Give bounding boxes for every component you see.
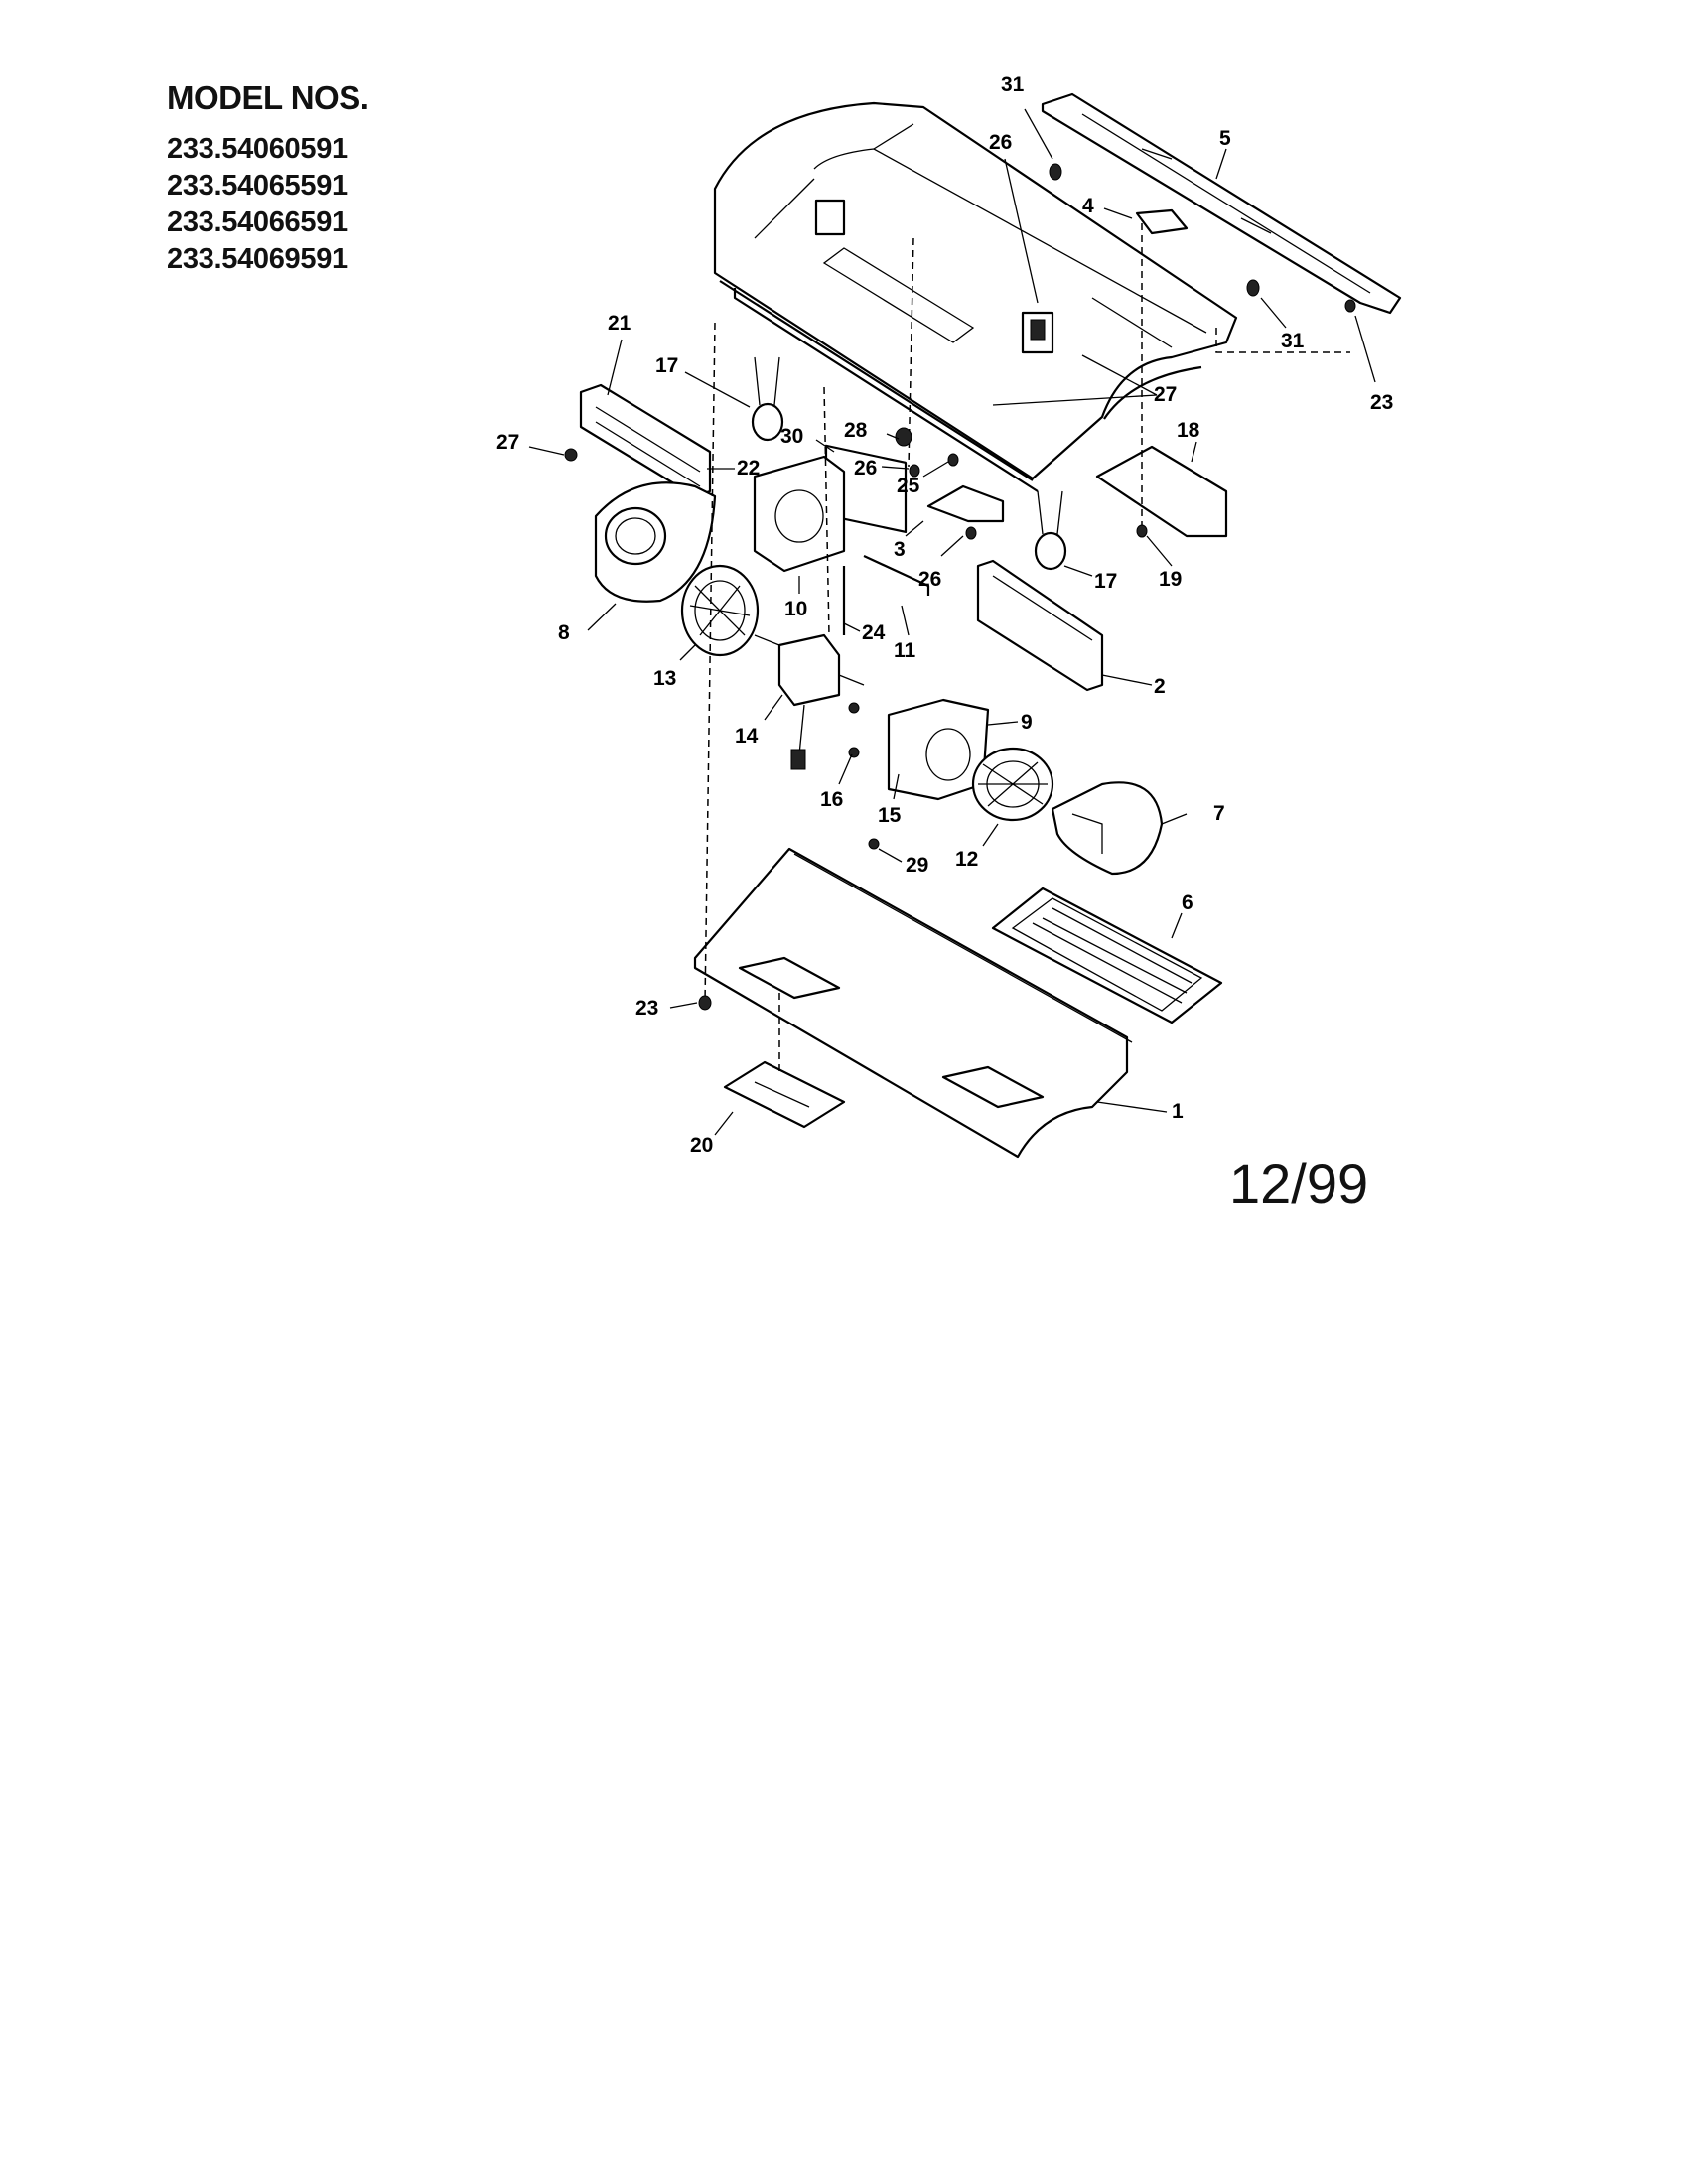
revision-date: 12/99 (1229, 1153, 1369, 1215)
callout-31: 31 (1001, 73, 1025, 96)
callout-27: 27 (1154, 383, 1177, 406)
callout-18: 18 (1177, 419, 1200, 442)
callout-labels: 31 5 26 4 31 23 27 21 17 27 22 28 30 26 … (496, 73, 1393, 1157)
callout-1: 1 (1172, 1100, 1184, 1123)
model-numbers-block: MODEL NOS. 233.54060591 233.54065591 233… (167, 79, 369, 278)
callout-27: 27 (496, 431, 519, 454)
alignment-line (704, 322, 716, 1004)
part-1-bottom-panel (693, 847, 1133, 1159)
alignment-line (1215, 328, 1350, 353)
callout-24: 24 (862, 621, 886, 644)
part-17-light-socket (1034, 490, 1067, 571)
part-11-rod (863, 555, 930, 596)
callout-14: 14 (735, 725, 759, 748)
part-5-trim-strip (1041, 92, 1402, 315)
model-number: 233.54065591 (167, 170, 348, 202)
callout-10: 10 (784, 598, 807, 620)
part-4-bracket (1135, 208, 1189, 235)
callout-21: 21 (608, 312, 632, 335)
part-12-blower-wheel (971, 747, 1054, 822)
part-8-blower-housing (594, 481, 717, 603)
alignment-line (908, 237, 914, 468)
part-20-light-lens (723, 1060, 846, 1129)
model-number: 233.54060591 (167, 133, 348, 165)
part-7-blower-housing (1051, 781, 1164, 876)
part-18-plate (1095, 445, 1228, 538)
part-3-plate (926, 484, 1005, 523)
screw-markers (564, 163, 1356, 1011)
callout-6: 6 (1182, 891, 1193, 914)
callout-4: 4 (1082, 195, 1094, 217)
callout-16: 16 (820, 788, 843, 811)
part-10-motor-plate (753, 455, 846, 573)
callout-31: 31 (1281, 330, 1305, 352)
part-14-motor (754, 633, 865, 770)
part-17-light-socket (751, 356, 784, 442)
callout-15: 15 (878, 804, 902, 827)
callout-17: 17 (655, 354, 678, 377)
callout-13: 13 (653, 667, 676, 690)
model-number: 233.54069591 (167, 243, 348, 275)
alignment-line (823, 386, 830, 636)
part-13-blower-wheel (680, 564, 760, 657)
callout-3: 3 (894, 538, 906, 561)
callout-5: 5 (1219, 127, 1231, 150)
callout-26: 26 (854, 457, 877, 479)
callout-28: 28 (844, 419, 868, 442)
callout-17: 17 (1094, 570, 1117, 593)
callout-7: 7 (1213, 802, 1225, 825)
model-number: 233.54066591 (167, 206, 348, 238)
callout-20: 20 (690, 1134, 713, 1157)
part-6-grease-filter (991, 887, 1223, 1024)
callout-9: 9 (1021, 711, 1033, 734)
callout-29: 29 (906, 854, 928, 877)
callout-12: 12 (955, 848, 978, 871)
callout-26: 26 (989, 131, 1012, 154)
callout-30: 30 (780, 425, 803, 448)
model-numbers-heading: MODEL NOS. (167, 79, 369, 116)
callout-8: 8 (558, 621, 570, 644)
callout-23: 23 (1370, 391, 1393, 414)
callout-25: 25 (897, 475, 920, 497)
callout-22: 22 (737, 457, 760, 479)
callout-2: 2 (1154, 675, 1166, 698)
callout-26: 26 (918, 568, 941, 591)
part-2-panel (976, 559, 1104, 692)
callout-11: 11 (894, 639, 916, 662)
part-21-light-housing (579, 383, 712, 498)
callout-19: 19 (1159, 568, 1182, 591)
leader-lines (528, 108, 1376, 1136)
callout-23: 23 (635, 997, 658, 1020)
